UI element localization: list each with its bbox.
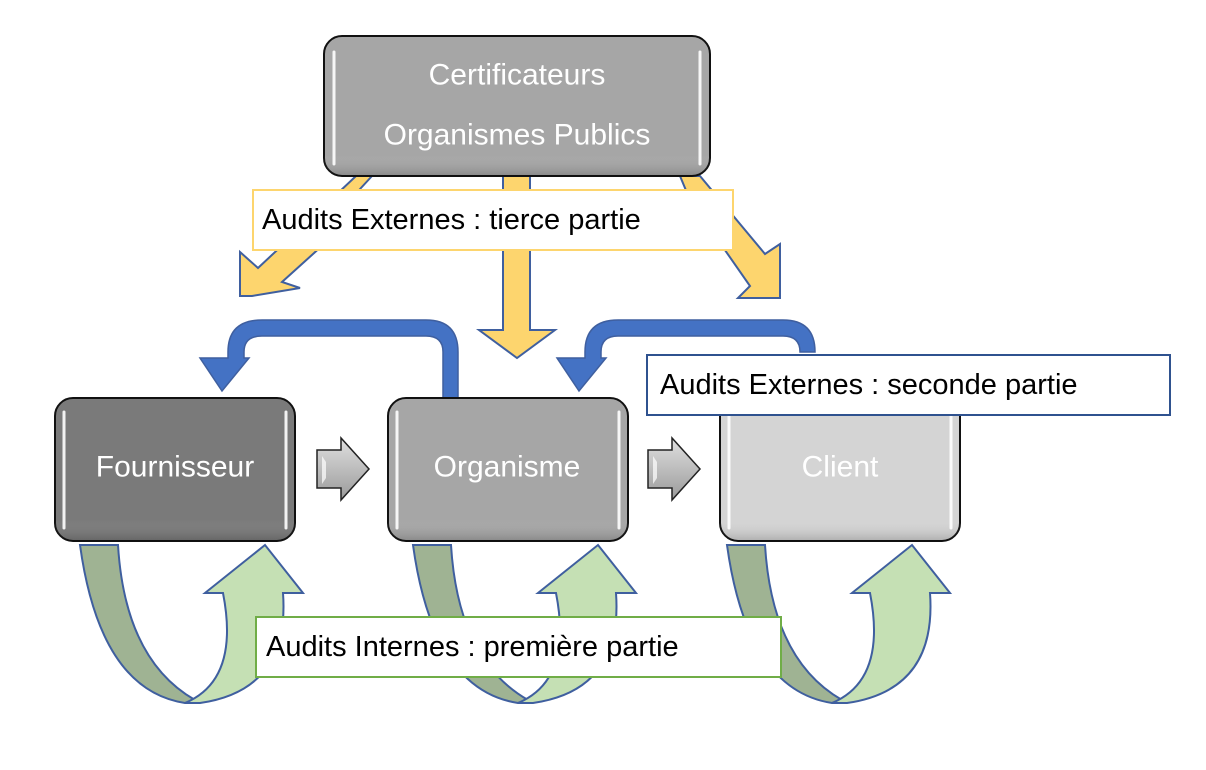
interne-arrow-fournisseur	[78, 543, 306, 705]
seconde-arrow-to-organisme	[555, 319, 816, 393]
label-interne-text: Audits Internes : première partie	[266, 631, 679, 663]
label-tierce: Audits Externes : tierce partie	[252, 189, 734, 251]
label-interne: Audits Internes : première partie	[255, 616, 782, 678]
label-seconde: Audits Externes : seconde partie	[646, 354, 1171, 416]
client-label: Client	[802, 451, 879, 484]
flow-arrow-organisme-client	[647, 436, 702, 502]
organisme-label: Organisme	[434, 451, 581, 484]
box-client: Client	[719, 397, 961, 542]
label-seconde-text: Audits Externes : seconde partie	[660, 369, 1078, 401]
box-organisme: Organisme	[387, 397, 629, 542]
seconde-arrows	[198, 319, 816, 399]
box-fournisseur: Fournisseur	[54, 397, 296, 542]
flow-arrow-fournisseur-organisme	[316, 436, 371, 502]
certificateurs-line1: Certificateurs	[429, 59, 606, 92]
seconde-arrow-to-fournisseur	[198, 319, 459, 399]
box-certificateurs: Certificateurs Organismes Publics	[323, 35, 711, 177]
certificateurs-line2: Organismes Publics	[384, 119, 651, 152]
label-tierce-text: Audits Externes : tierce partie	[262, 204, 641, 236]
fournisseur-label: Fournisseur	[96, 451, 254, 484]
